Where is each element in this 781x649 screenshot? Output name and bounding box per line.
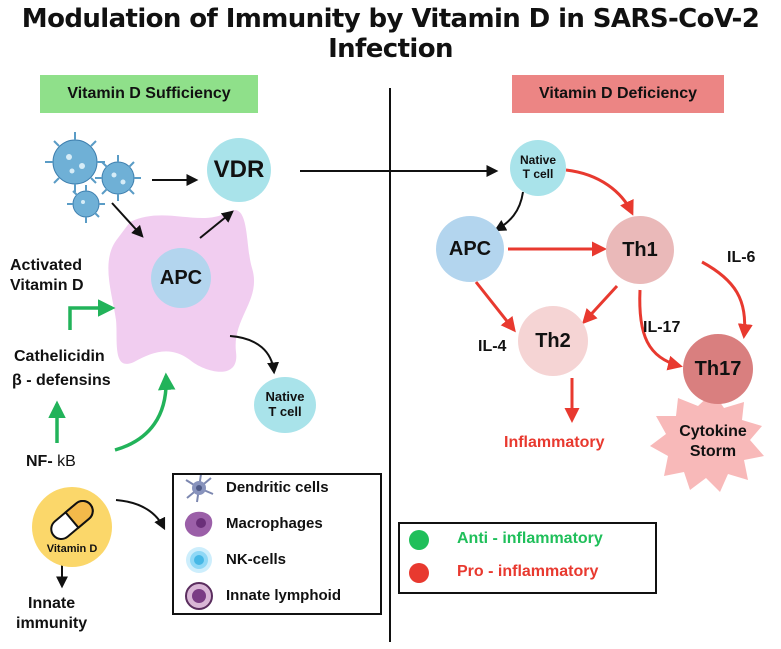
vdr-label: VDR bbox=[213, 156, 265, 184]
native-t-cell-node-left: Native T cell bbox=[254, 377, 316, 433]
nfkb-label: NF- kB bbox=[26, 452, 76, 472]
arrow-th1-to-th2 bbox=[581, 284, 619, 325]
activated-vitamin-d-label: Activated Vitamin D bbox=[10, 257, 84, 294]
arrow-apc-to-vdr bbox=[199, 210, 234, 239]
th2-label: Th2 bbox=[535, 329, 571, 352]
macrophage-icon bbox=[184, 511, 213, 537]
dendritic-cell-icon bbox=[185, 473, 214, 503]
arrow-cathelicidin-to-apc bbox=[68, 299, 116, 330]
apc-node-left: APC bbox=[151, 248, 211, 308]
arrow-native-t-cell-to-th1 bbox=[565, 168, 634, 216]
arrow-apc-to-th2 bbox=[474, 281, 516, 333]
th2-node: Th2 bbox=[518, 306, 588, 376]
arrow-nfkb-to-apc bbox=[114, 372, 176, 452]
arrow-il6-to-th17 bbox=[701, 260, 753, 339]
apc-node-right: APC bbox=[436, 216, 504, 282]
virus-icon bbox=[45, 132, 141, 223]
nfkb-label-rest: kB bbox=[52, 453, 76, 470]
il6-label: IL-6 bbox=[727, 249, 756, 266]
anti-inflammatory-dot bbox=[409, 530, 429, 550]
nk-cell-icon bbox=[186, 547, 212, 573]
innate-lymphoid-icon bbox=[185, 582, 213, 610]
capsule-icon bbox=[50, 500, 94, 540]
cytokine-storm-burst bbox=[650, 392, 764, 492]
macrophages-label: Macrophages bbox=[226, 515, 323, 532]
arrow-native-t-cell-to-apc bbox=[493, 191, 524, 232]
innate-lymphoid-label: Innate lymphoid bbox=[226, 587, 342, 604]
innate-immunity-label: Innate immunity bbox=[16, 595, 88, 632]
pro-inflammatory-dot bbox=[409, 563, 429, 583]
th17-label: Th17 bbox=[694, 357, 742, 380]
vitamin-d-pill-label: Vitamin D bbox=[46, 543, 98, 555]
arrow-apc-to-native-t-cell bbox=[229, 335, 280, 375]
native-t-cell-node-right: Native T cell bbox=[510, 140, 566, 196]
apc-label-right: APC bbox=[448, 237, 492, 260]
arrow-virus-to-apc bbox=[111, 202, 144, 238]
arrow-th1-to-th17 bbox=[638, 289, 683, 371]
il4-label: IL-4 bbox=[478, 338, 507, 355]
dendritic-cells-label: Dendritic cells bbox=[226, 479, 329, 496]
vitamin-d-sufficiency-label: Vitamin D Sufficiency bbox=[40, 75, 258, 113]
defensins-label: β - defensins bbox=[12, 372, 111, 389]
th17-node: Th17 bbox=[683, 334, 753, 404]
nk-cells-label: NK-cells bbox=[226, 551, 287, 568]
cytokine-storm-label: Cytokine Storm bbox=[679, 423, 747, 460]
th1-label: Th1 bbox=[622, 238, 658, 261]
vdr-node: VDR bbox=[207, 138, 271, 202]
arrow-vitamin-d-to-cells bbox=[115, 499, 166, 531]
pro-inflammatory-label: Pro - inflammatory bbox=[457, 563, 599, 580]
anti-inflammatory-label: Anti - inflammatory bbox=[457, 530, 603, 547]
inflammation-key-box bbox=[398, 522, 657, 594]
th1-node: Th1 bbox=[606, 216, 674, 284]
cell-types-box bbox=[172, 473, 382, 615]
native-t-cell-label-left: Native T cell bbox=[265, 389, 305, 419]
native-t-cell-label-right: Native T cell bbox=[519, 153, 557, 181]
cathelicidin-label: Cathelicidin bbox=[14, 348, 105, 365]
nfkb-label-bold: NF- bbox=[26, 453, 53, 470]
figure-title: Modulation of Immunity by Vitamin D in S… bbox=[21, 4, 760, 64]
vitamin-d-deficiency-label: Vitamin D Deficiency bbox=[512, 75, 724, 113]
inflammatory-label: Inflammatory bbox=[504, 434, 605, 451]
il17-label: IL-17 bbox=[643, 319, 681, 336]
apc-label-left: APC bbox=[159, 266, 203, 289]
